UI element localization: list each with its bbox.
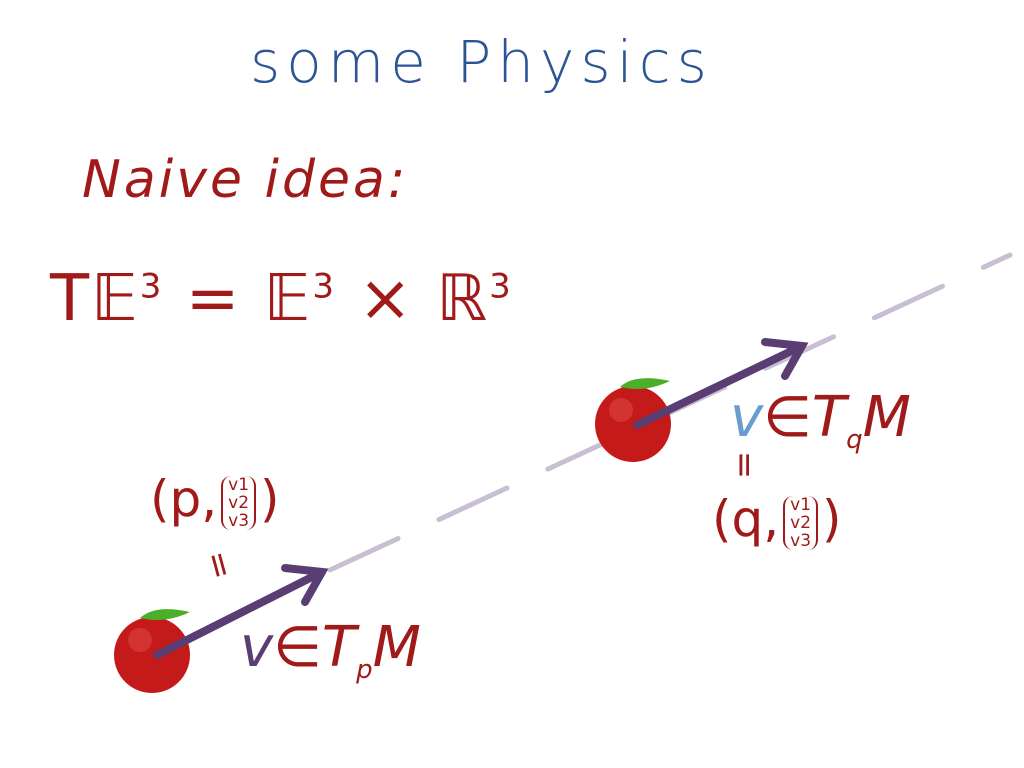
- v2: v2: [228, 492, 250, 513]
- tangent-space-p: v∈TpM: [240, 615, 421, 685]
- tuple-close: ): [822, 490, 842, 548]
- in-T: ∈T: [273, 615, 357, 680]
- in-T: ∈T: [763, 385, 847, 450]
- eq-exp: 3: [312, 266, 337, 307]
- tuple-close: ): [260, 470, 280, 528]
- manifold: M: [372, 615, 421, 680]
- apple-p: [114, 609, 190, 693]
- manifold: M: [862, 385, 911, 450]
- vector-v: v: [240, 615, 274, 680]
- eq-exp: 3: [489, 266, 513, 307]
- velocity-arrow-q: [633, 338, 809, 429]
- eq-exp: 3: [139, 266, 164, 307]
- tangent-space-q: v∈TqM: [730, 385, 911, 455]
- equals-sign-q: =: [724, 450, 765, 480]
- tangent-bundle-equation: T𝔼3 = 𝔼3 × ℝ3: [50, 262, 513, 336]
- tuple-open: (p,: [150, 470, 218, 528]
- v3: v3: [790, 530, 812, 551]
- v1: v1: [228, 474, 250, 495]
- eq-times: ×: [358, 262, 415, 336]
- eq-lhs: T𝔼: [50, 262, 140, 336]
- v3: v3: [228, 510, 250, 531]
- eq-rhs1: 𝔼: [263, 262, 313, 336]
- velocity-arrow-p: [153, 564, 329, 659]
- eq-rhs2: ℝ: [436, 262, 490, 336]
- subscript: p: [356, 655, 373, 686]
- subscript: q: [846, 425, 863, 456]
- eq-equals: =: [185, 262, 242, 336]
- heading-naive-idea: Naive idea:: [82, 150, 409, 210]
- apple-q: [595, 378, 671, 462]
- v2: v2: [790, 512, 812, 533]
- v1: v1: [790, 494, 812, 515]
- page-title: some Physics: [250, 28, 713, 96]
- tuple-open: (q,: [712, 490, 780, 548]
- vector-v: v: [730, 385, 764, 450]
